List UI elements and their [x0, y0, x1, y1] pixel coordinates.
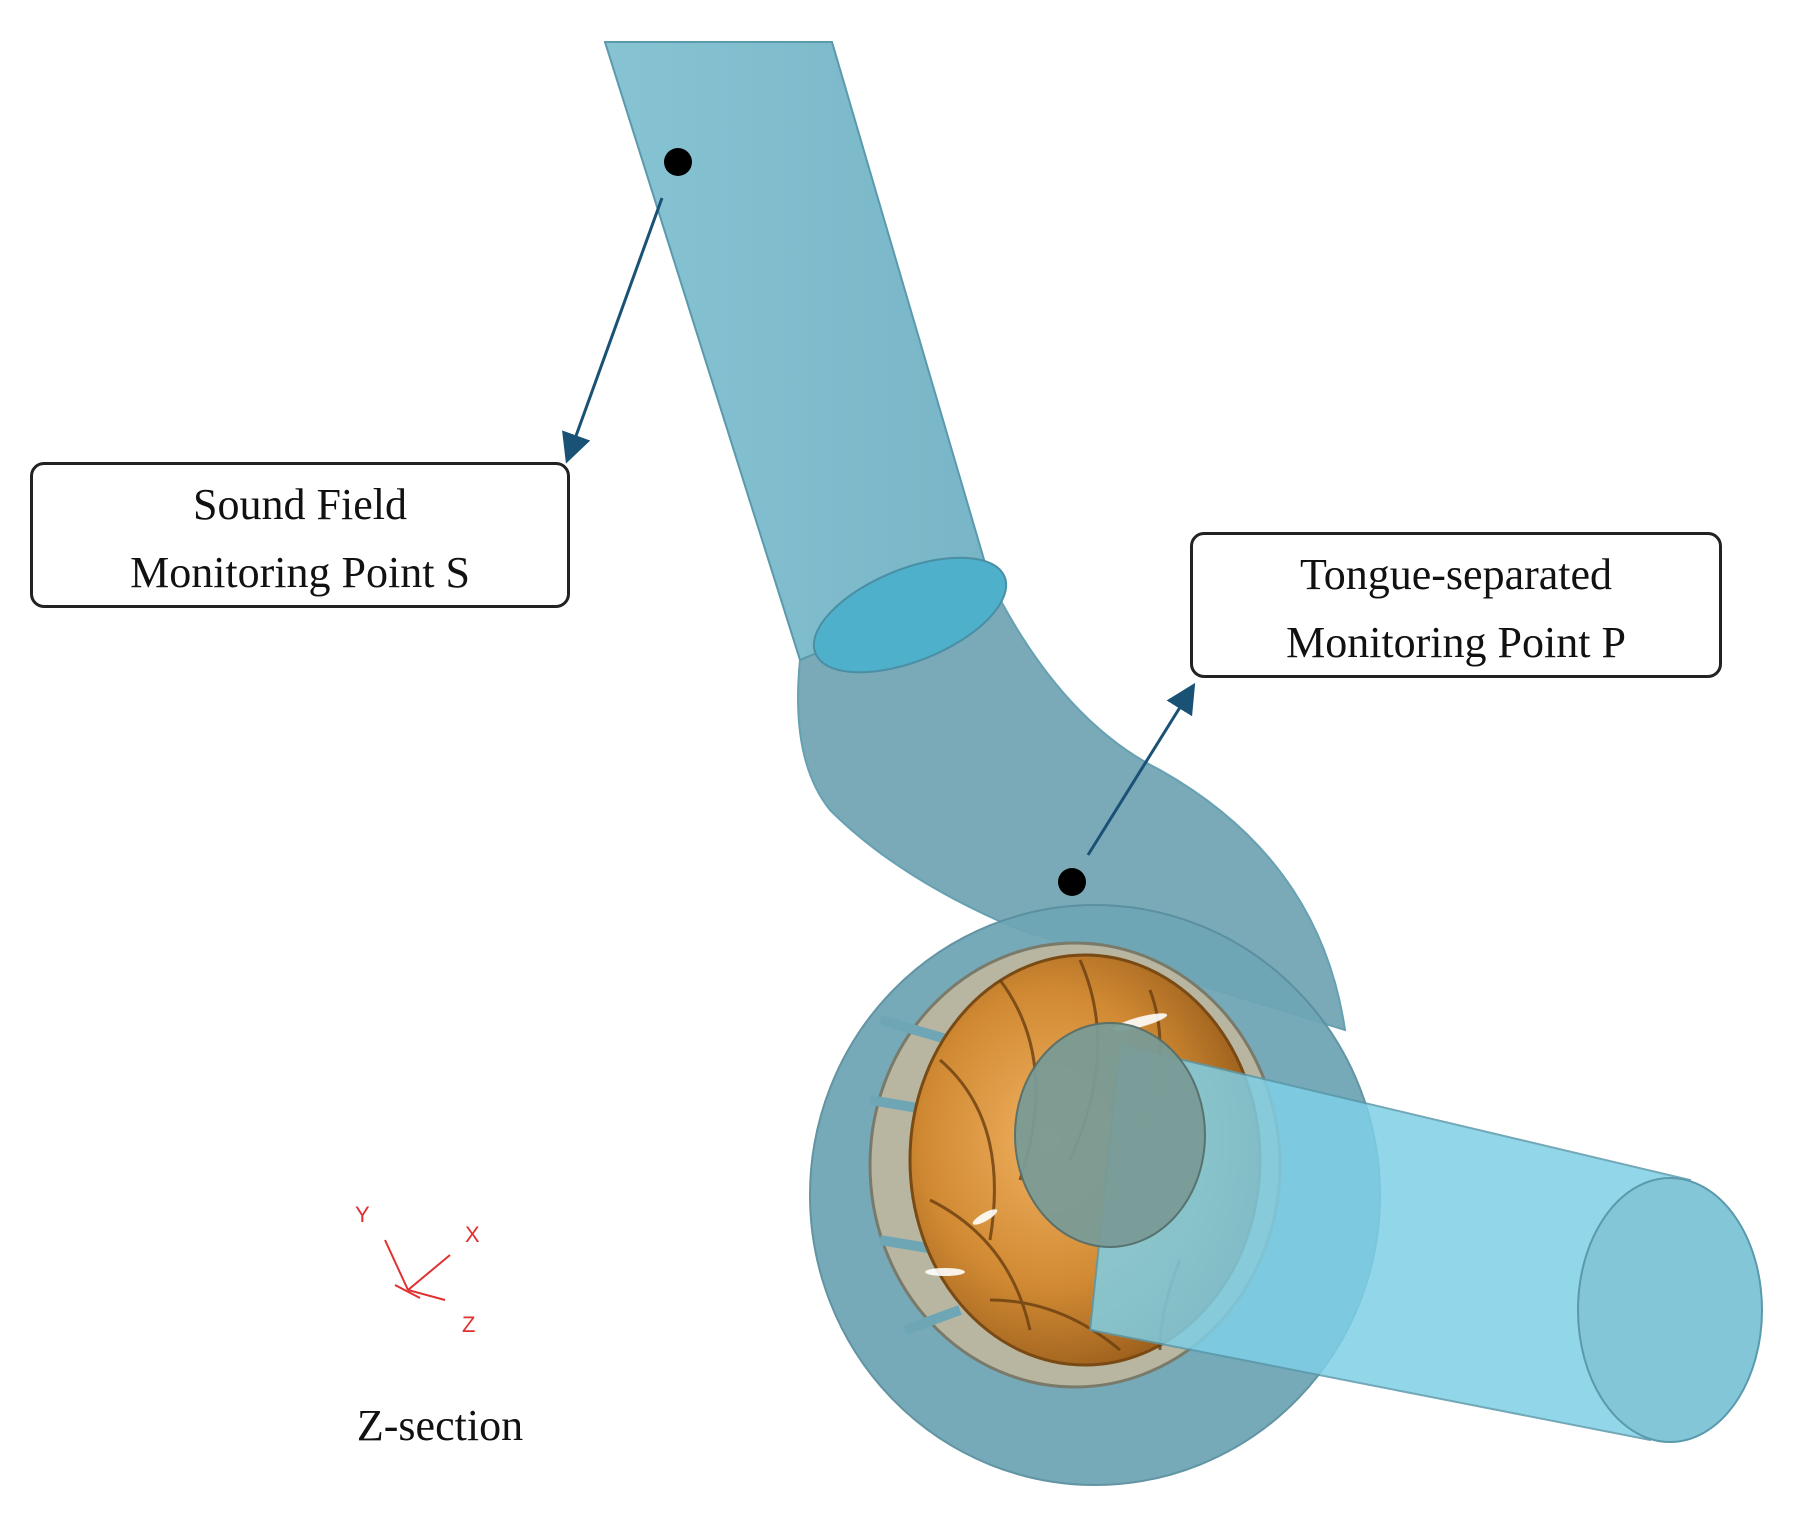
sound-field-callout-line2: Monitoring Point S: [130, 548, 470, 597]
monitoring-point-s-marker: [664, 148, 692, 176]
sound-field-callout: Sound Field Monitoring Point S: [30, 462, 570, 608]
impeller-hub: [1014, 1022, 1206, 1248]
pipe-cross-section: [812, 556, 1008, 674]
tongue-callout-line2: Monitoring Point P: [1286, 618, 1626, 667]
tongue-callout-line1: Tongue-separated: [1299, 550, 1613, 599]
axis-z-label: Z: [462, 1312, 475, 1337]
axis-x-label: X: [465, 1222, 480, 1247]
section-label: Z-section: [356, 1401, 524, 1450]
axis-triad: [384, 1239, 451, 1301]
guide-vane-gaps: [869, 1015, 962, 1335]
inlet-pipe-end: [1577, 1177, 1763, 1443]
arrow-to-s-box: [562, 197, 664, 464]
axis-y-label: Y: [355, 1202, 370, 1227]
sound-field-callout-line1: Sound Field: [193, 480, 407, 529]
arrow-to-p-box: [1086, 682, 1196, 856]
monitoring-point-p-marker: [1058, 868, 1086, 896]
axis-labels: Y X Z: [355, 1202, 480, 1337]
tongue-callout: Tongue-separated Monitoring Point P: [1190, 532, 1722, 678]
pipe-bend: [797, 578, 1347, 1032]
